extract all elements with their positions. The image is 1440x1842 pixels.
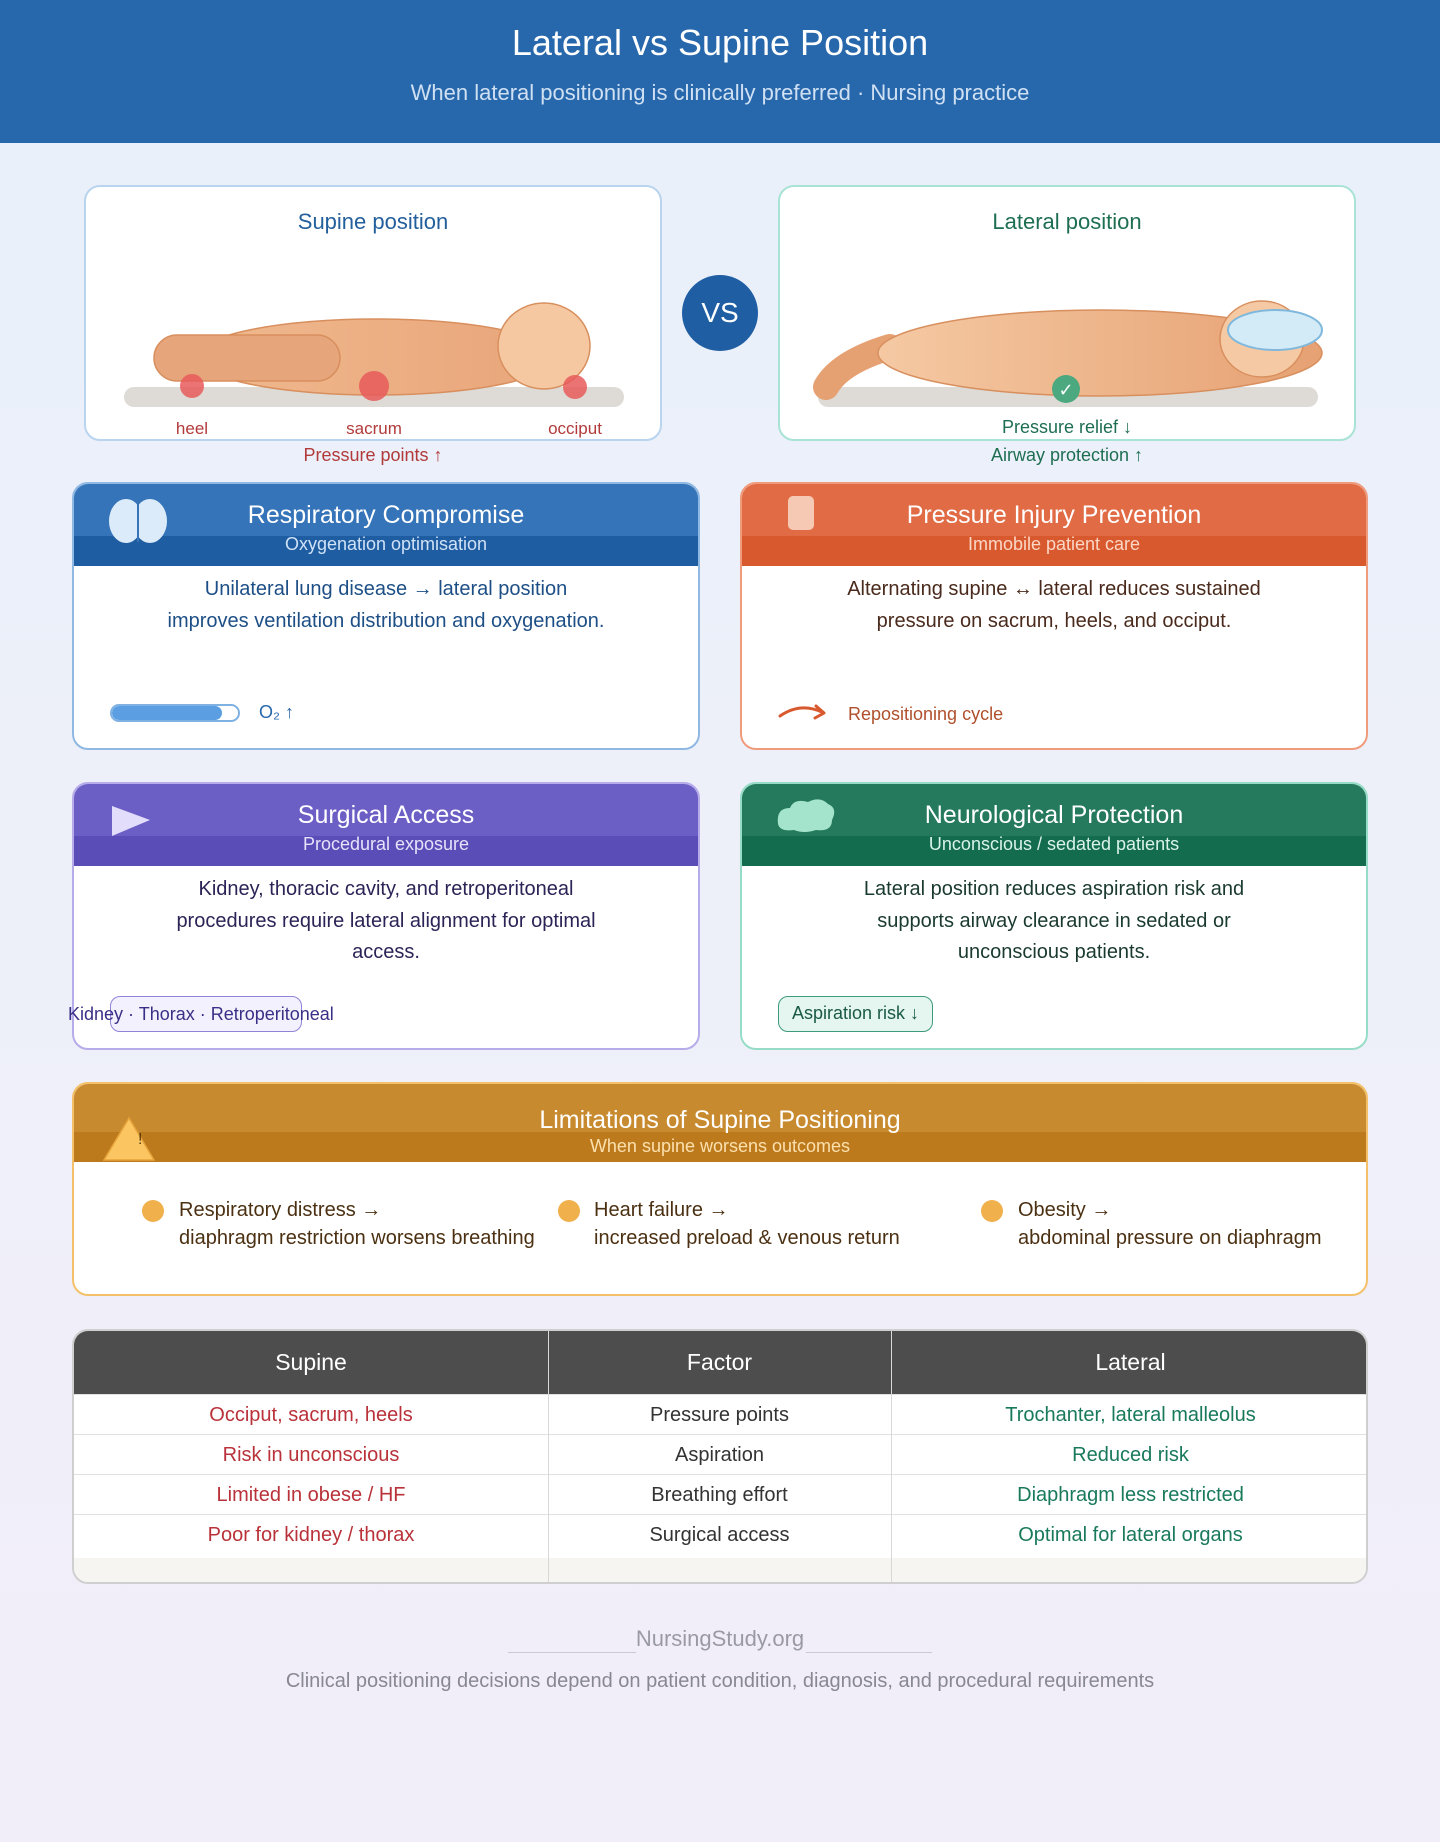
card-header bbox=[74, 784, 698, 866]
airway-marker bbox=[1227, 309, 1323, 351]
card-subtitle: Oxygenation optimisation bbox=[284, 534, 488, 554]
card-title: Pressure Injury Prevention bbox=[906, 501, 1202, 529]
table-row: Poor for kidney / thorax Surgical access… bbox=[74, 1514, 1366, 1554]
column-header-lateral: Lateral bbox=[1095, 1349, 1166, 1375]
table-footer bbox=[74, 1558, 1366, 1582]
bandage-icon bbox=[788, 496, 814, 530]
respiratory-compromise-card: Respiratory Compromise Oxygenation optim… bbox=[72, 482, 700, 750]
card-title: Surgical Access bbox=[297, 801, 475, 829]
pressure-relief-marker bbox=[1052, 375, 1080, 403]
heel-label: heel bbox=[175, 419, 209, 438]
limitations-title: Limitations of Supine Positioning bbox=[539, 1106, 901, 1134]
column-header-factor: Factor bbox=[686, 1349, 753, 1375]
procedure-tag-label: Kidney · Thorax · Retroperitoneal bbox=[68, 1004, 334, 1024]
oxygen-bar bbox=[110, 704, 240, 722]
page-header: Lateral vs Supine Position When lateral … bbox=[0, 0, 1440, 143]
card-header bbox=[742, 784, 1366, 866]
limitations-subtitle: When supine worsens outcomes bbox=[589, 1136, 851, 1156]
table-row: Occiput, sacrum, heels Pressure points T… bbox=[74, 1394, 1366, 1434]
page-subtitle: When lateral positioning is clinically p… bbox=[410, 80, 1030, 105]
procedure-tag-pill bbox=[110, 996, 302, 1032]
neurological-protection-card: Neurological Protection Unconscious / se… bbox=[740, 782, 1368, 1050]
card-body: Unilateral lung disease → lateral positi… bbox=[167, 578, 605, 632]
supine-limitations-panel: ! Limitations of Supine Positioning When… bbox=[72, 1082, 1368, 1296]
card-body: Lateral position reduces aspiration risk… bbox=[863, 878, 1245, 963]
lungs-icon bbox=[109, 499, 167, 543]
card-header bbox=[742, 484, 1366, 566]
sacrum-label: sacrum bbox=[346, 419, 402, 438]
comparison-table: Supine Factor Lateral Occiput, sacrum, h… bbox=[72, 1329, 1368, 1584]
pressure-injury-card: Pressure Injury Prevention Immobile pati… bbox=[740, 482, 1368, 750]
limitation-item-heart-failure: Heart failure → increased preload & veno… bbox=[594, 1199, 900, 1249]
supine-figure-illustration bbox=[124, 302, 624, 407]
page-title: Lateral vs Supine Position bbox=[511, 22, 929, 63]
card-header bbox=[74, 484, 698, 566]
bullet-icon bbox=[142, 1200, 164, 1222]
heel-pressure-marker bbox=[180, 374, 204, 398]
scalpel-icon bbox=[112, 806, 150, 836]
head-shape bbox=[497, 302, 591, 390]
bullet-icon bbox=[981, 1200, 1003, 1222]
card-body: Kidney, thoracic cavity, and retroperito… bbox=[176, 878, 596, 963]
occiput-pressure-marker bbox=[563, 375, 587, 399]
lateral-title: Lateral position bbox=[992, 209, 1142, 234]
brain-icon bbox=[777, 799, 835, 832]
bullet-icon bbox=[558, 1200, 580, 1222]
lateral-figure-illustration: ✓ bbox=[813, 300, 1323, 407]
card-body: Alternating supine ↔ lateral reduces sus… bbox=[847, 578, 1261, 632]
torso-shape bbox=[877, 309, 1323, 397]
check-icon: ✓ bbox=[1058, 380, 1073, 401]
card-title: Neurological Protection bbox=[924, 801, 1184, 829]
limitation-item-respiratory: Respiratory distress → diaphragm restric… bbox=[179, 1199, 535, 1249]
supine-title: Supine position bbox=[297, 209, 449, 234]
lateral-caption-relief: Pressure relief ↓ bbox=[1001, 417, 1133, 437]
oxygen-indicator-label: O₂ ↑ bbox=[259, 702, 294, 722]
lateral-caption-airway: Airway protection ↑ bbox=[990, 445, 1144, 465]
table-row: Limited in obese / HF Breathing effort D… bbox=[74, 1474, 1366, 1514]
supine-position-panel: Supine position heel sacrum occiput bbox=[84, 185, 662, 441]
footer-brand: NursingStudy.org bbox=[635, 1626, 805, 1651]
repositioning-arrow-icon bbox=[778, 704, 826, 720]
footer-divider bbox=[508, 1652, 636, 1653]
column-divider bbox=[891, 1331, 892, 1582]
occiput-label: occiput bbox=[548, 419, 602, 438]
sacrum-pressure-marker bbox=[359, 371, 389, 401]
surgical-access-card: Surgical Access Procedural exposure Kidn… bbox=[68, 782, 700, 1050]
card-subtitle: Procedural exposure bbox=[302, 834, 470, 854]
supine-caption: Pressure points ↑ bbox=[303, 445, 443, 465]
limitation-item-obesity: Obesity → abdominal pressure on diaphrag… bbox=[1018, 1199, 1322, 1249]
legs-shape bbox=[153, 334, 341, 382]
table-row: Risk in unconscious Aspiration Reduced r… bbox=[74, 1434, 1366, 1474]
table-header: Supine Factor Lateral bbox=[74, 1331, 1366, 1394]
lateral-position-panel: ✓ Lateral position bbox=[778, 185, 1356, 441]
footer-divider bbox=[806, 1652, 932, 1653]
aspiration-risk-badge: Aspiration risk ↓ bbox=[778, 996, 934, 1032]
limitations-header bbox=[74, 1084, 1366, 1162]
footer-note: Clinical positioning decisions depend on… bbox=[285, 1670, 1155, 1692]
oxygen-bar-fill bbox=[112, 706, 222, 720]
column-header-supine: Supine bbox=[275, 1349, 347, 1375]
column-divider bbox=[548, 1331, 549, 1582]
card-subtitle: Immobile patient care bbox=[967, 534, 1141, 554]
warning-icon: ! bbox=[102, 1116, 156, 1161]
card-subtitle: Unconscious / sedated patients bbox=[928, 834, 1180, 854]
card-title: Respiratory Compromise bbox=[247, 501, 525, 529]
vs-badge: VS bbox=[682, 275, 758, 351]
svg-text:!: ! bbox=[138, 1131, 142, 1148]
repositioning-label: Repositioning cycle bbox=[848, 704, 1004, 724]
